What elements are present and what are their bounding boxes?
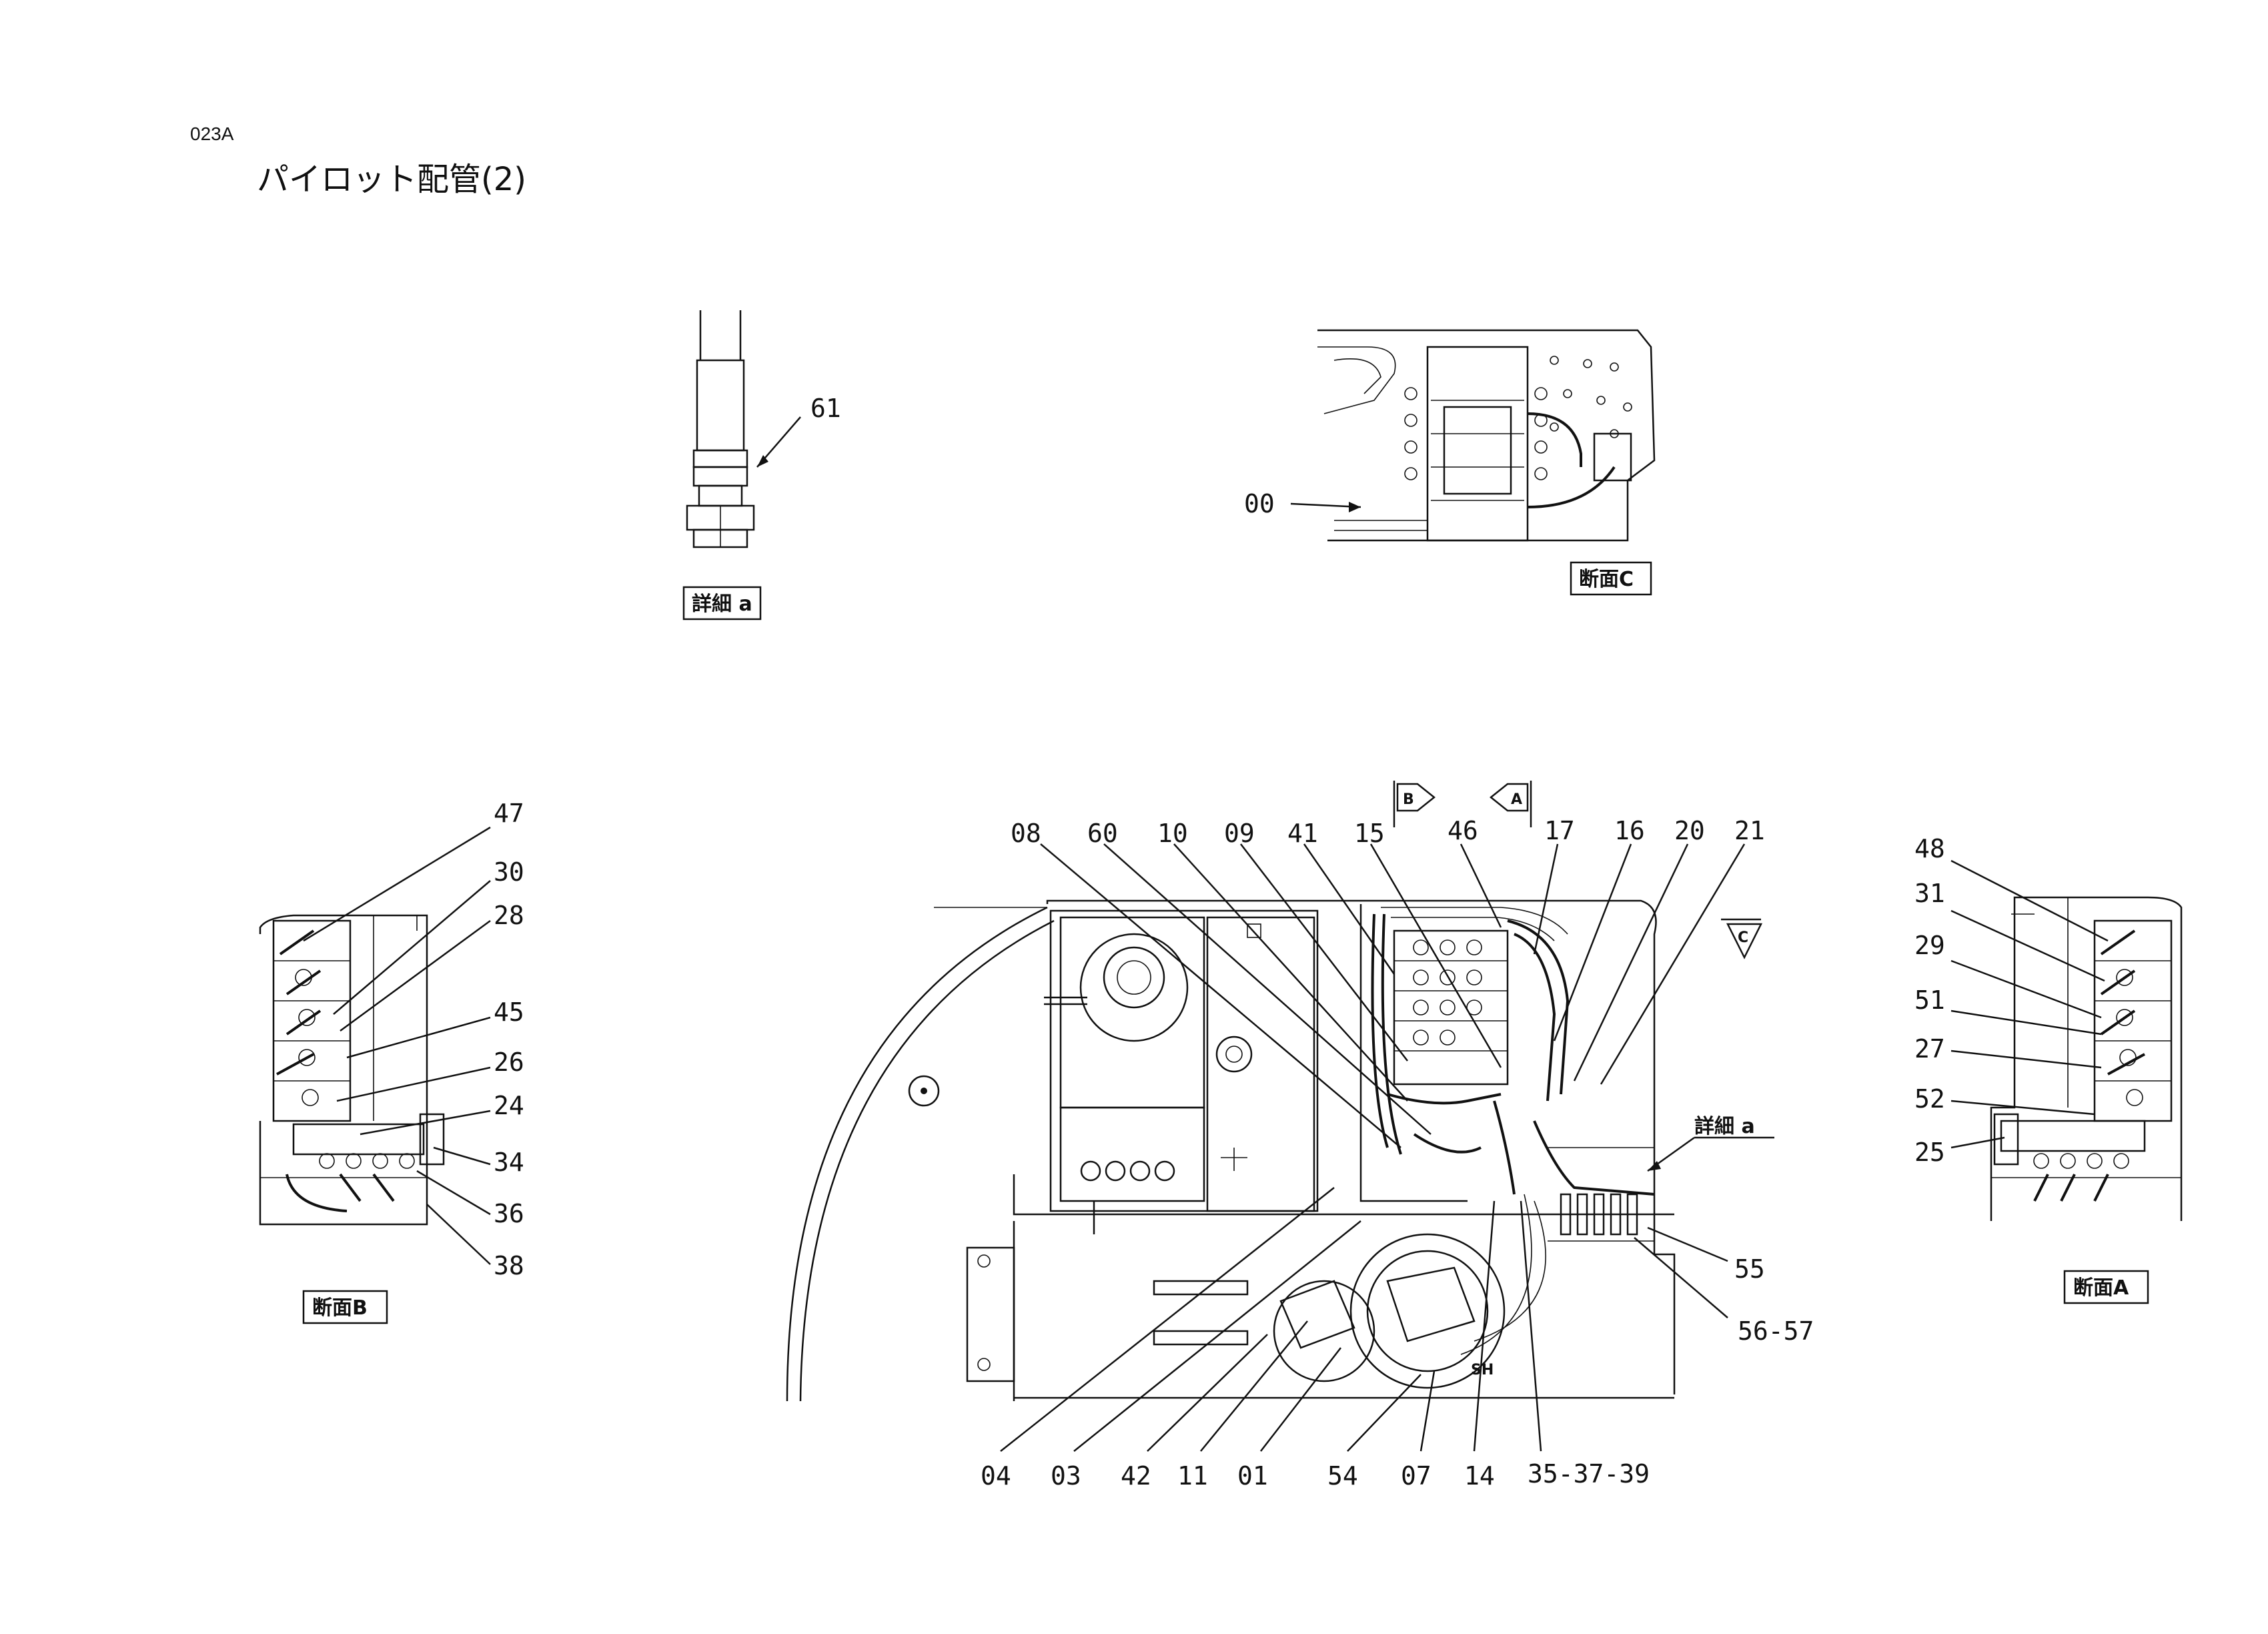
drawing-title: パイロット配管(2) bbox=[257, 161, 526, 198]
part-label-03: 03 bbox=[1051, 1461, 1081, 1491]
part-label-45: 45 bbox=[494, 997, 524, 1027]
part-label-17: 17 bbox=[1544, 816, 1575, 845]
detail-a-label: 詳細 a bbox=[692, 592, 752, 616]
detail-a-reference: 詳細 a bbox=[1647, 1115, 1774, 1172]
part-label-26: 26 bbox=[494, 1048, 524, 1077]
svg-text:A: A bbox=[1511, 791, 1522, 808]
part-label-21: 21 bbox=[1734, 816, 1765, 845]
part-label-24: 24 bbox=[494, 1091, 524, 1120]
part-label-10: 10 bbox=[1157, 819, 1188, 848]
part-label-60: 60 bbox=[1087, 819, 1118, 848]
part-label-04: 04 bbox=[981, 1461, 1011, 1491]
part-label-36: 36 bbox=[494, 1199, 524, 1228]
section-a-label: 断面A bbox=[2073, 1276, 2129, 1300]
svg-text:B: B bbox=[1403, 791, 1414, 808]
part-label-27: 27 bbox=[1914, 1034, 1945, 1064]
part-label-08: 08 bbox=[1011, 819, 1041, 848]
part-label-14: 14 bbox=[1464, 1461, 1495, 1491]
part-label-30: 30 bbox=[494, 857, 524, 887]
svg-text:SH: SH bbox=[1471, 1362, 1494, 1378]
part-label-09: 09 bbox=[1224, 819, 1255, 848]
section-b-view: 47 30 28 45 26 24 34 36 38 bbox=[259, 799, 524, 1280]
part-label-15: 15 bbox=[1354, 819, 1385, 848]
part-label-41: 41 bbox=[1287, 819, 1318, 848]
part-label-51: 51 bbox=[1914, 985, 1945, 1015]
section-b-label: 断面B bbox=[312, 1296, 368, 1320]
part-label-52: 52 bbox=[1914, 1084, 1945, 1114]
part-label-11: 11 bbox=[1177, 1461, 1208, 1491]
main-top-leaders: 08 60 10 09 41 15 46 17 16 20 21 bbox=[1011, 816, 1765, 1148]
part-label-61: 61 bbox=[810, 394, 841, 423]
part-label-28: 28 bbox=[494, 901, 524, 930]
svg-text:詳細 a: 詳細 a bbox=[1694, 1115, 1755, 1138]
part-label-56-57: 56-57 bbox=[1738, 1316, 1814, 1346]
part-label-46: 46 bbox=[1448, 816, 1478, 845]
part-label-54: 54 bbox=[1327, 1461, 1358, 1491]
part-label-01: 01 bbox=[1237, 1461, 1268, 1491]
section-c-label: 断面C bbox=[1579, 568, 1634, 591]
part-label-00: 00 bbox=[1244, 489, 1275, 518]
view-marker-a: A bbox=[1489, 781, 1532, 827]
detail-a-view: 61 bbox=[686, 310, 841, 548]
part-label-35-37-39: 35-37-39 bbox=[1528, 1459, 1650, 1489]
main-top-view: SH bbox=[786, 899, 1676, 1402]
section-a-view: 48 31 29 51 27 52 25 bbox=[1914, 834, 2183, 1221]
part-label-47: 47 bbox=[494, 799, 524, 828]
part-label-42: 42 bbox=[1121, 1461, 1151, 1491]
part-label-31: 31 bbox=[1914, 879, 1945, 908]
part-label-55: 55 bbox=[1734, 1254, 1765, 1284]
part-label-48: 48 bbox=[1914, 834, 1945, 863]
part-label-20: 20 bbox=[1674, 816, 1705, 845]
view-marker-b: B bbox=[1393, 781, 1436, 827]
view-marker-c: C bbox=[1721, 918, 1763, 959]
part-label-07: 07 bbox=[1401, 1461, 1432, 1491]
svg-text:C: C bbox=[1738, 929, 1748, 946]
part-label-38: 38 bbox=[494, 1251, 524, 1280]
drawing-code: 023A bbox=[190, 123, 234, 144]
part-label-16: 16 bbox=[1614, 816, 1645, 845]
main-right-leaders: 55 56-57 bbox=[1634, 1226, 1814, 1346]
part-label-34: 34 bbox=[494, 1148, 524, 1177]
part-label-25: 25 bbox=[1914, 1138, 1945, 1167]
section-c-view: 00 bbox=[1244, 329, 1656, 542]
main-bottom-leaders: 04 03 42 11 01 54 07 14 35-37-39 bbox=[981, 1187, 1650, 1491]
part-label-29: 29 bbox=[1914, 931, 1945, 960]
